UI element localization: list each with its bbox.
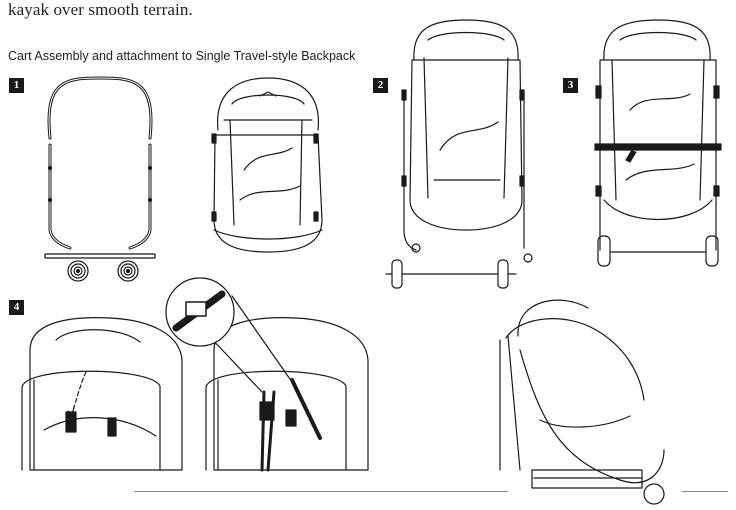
step-4-strap-illustration-left <box>21 317 183 471</box>
backpack-illustration <box>211 77 323 253</box>
step-3-badge: 3 <box>563 78 578 93</box>
step-1-badge: 1 <box>9 78 24 93</box>
step-2-illustration <box>385 19 533 289</box>
step-4-strap-illustration-middle <box>165 277 369 472</box>
cart-wheels-illustration <box>67 260 139 282</box>
step-2-badge: 2 <box>373 78 388 93</box>
footer-rule-left <box>134 491 508 492</box>
section-heading: Cart Assembly and attachment to Single T… <box>8 49 356 63</box>
step-4-badge: 4 <box>9 300 24 315</box>
intro-text: kayak over smooth terrain. <box>8 0 193 19</box>
cart-frame-illustration <box>44 76 156 259</box>
finished-cart-illustration <box>499 299 665 505</box>
footer-rule-right <box>682 491 728 492</box>
step-3-illustration <box>594 19 722 267</box>
